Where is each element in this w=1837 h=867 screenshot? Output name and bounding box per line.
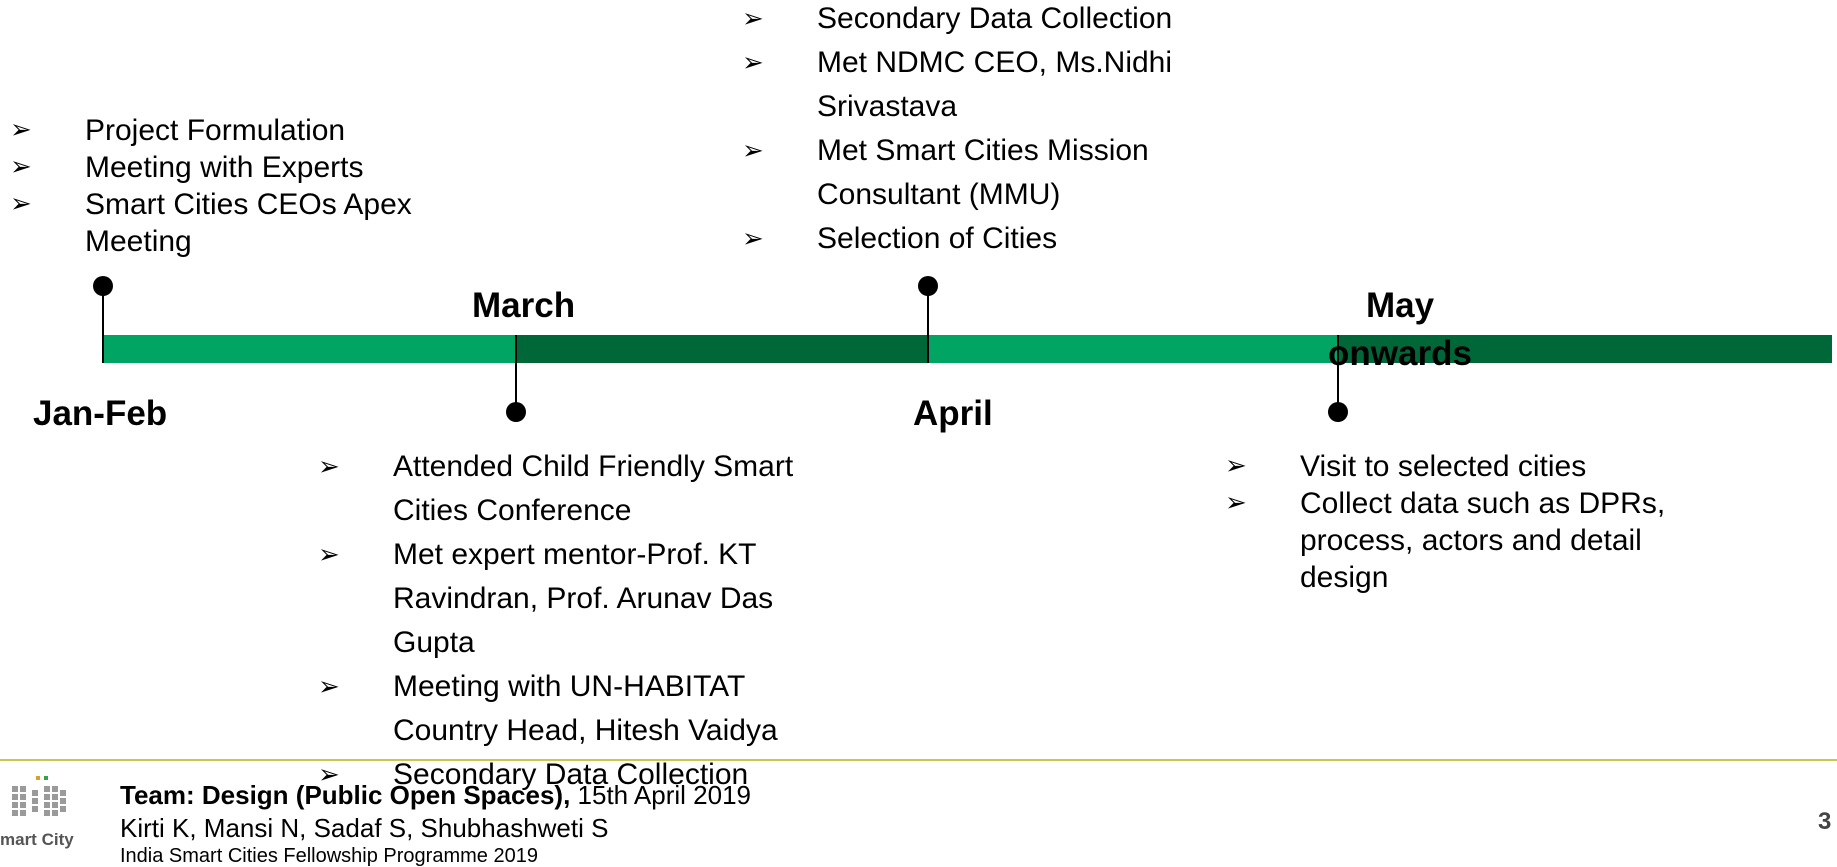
arrow-bullet-icon: ➢ xyxy=(742,4,764,34)
presentation-date: 15th April 2019 xyxy=(570,780,751,810)
list-item: ➢Collect data such as DPRs, process, act… xyxy=(1225,487,1666,594)
logo-caption: mart City xyxy=(0,830,74,849)
arrow-bullet-icon: ➢ xyxy=(318,760,340,790)
list-item: ➢Met expert mentor-Prof. KT Ravindran, P… xyxy=(318,533,838,665)
marker-stem-april xyxy=(927,285,929,363)
marker-dot-march xyxy=(506,402,526,422)
marker-dot-jan-feb xyxy=(93,276,113,296)
arrow-bullet-icon: ➢ xyxy=(742,136,764,166)
jan-feb-activities-list: ➢Project Formulation ➢Meeting with Exper… xyxy=(10,112,430,260)
arrow-bullet-icon: ➢ xyxy=(1225,488,1247,518)
arrow-bullet-icon: ➢ xyxy=(10,152,32,182)
arrow-bullet-icon: ➢ xyxy=(10,115,32,145)
arrow-bullet-icon: ➢ xyxy=(318,452,340,482)
list-item: ➢Smart Cities CEOs Apex Meeting xyxy=(10,188,412,258)
arrow-bullet-icon: ➢ xyxy=(742,224,764,254)
arrow-bullet-icon: ➢ xyxy=(1225,451,1247,481)
team-members: Kirti K, Mansi N, Sadaf S, Shubhashweti … xyxy=(120,813,609,843)
april-activities-list: ➢Secondary Data Collection ➢Met NDMC CEO… xyxy=(742,0,1242,261)
timeline-segment-may xyxy=(1338,335,1832,363)
list-item: ➢Secondary Data Collection xyxy=(742,0,1242,41)
timeline-segment-march xyxy=(516,335,928,363)
arrow-bullet-icon: ➢ xyxy=(10,189,32,219)
list-item: ➢Met NDMC CEO, Ms.Nidhi Srivastava xyxy=(742,41,1242,129)
list-item: ➢Visit to selected cities xyxy=(1225,450,1587,483)
marker-dot-april xyxy=(918,276,938,296)
marker-stem-march xyxy=(515,335,517,413)
list-item: ➢Meeting with Experts xyxy=(10,151,364,184)
timeline-segment-jan-feb xyxy=(102,335,516,363)
phase-label-jan-feb: Jan-Feb xyxy=(33,394,168,433)
smart-city-logo xyxy=(0,772,80,865)
list-item: ➢Attended Child Friendly Smart Cities Co… xyxy=(318,445,838,533)
list-item: ➢Met Smart Cities Mission Consultant (MM… xyxy=(742,129,1242,217)
list-item: ➢Project Formulation xyxy=(10,114,346,147)
marker-stem-jan-feb xyxy=(102,285,104,363)
timeline-segment-april xyxy=(928,335,1338,363)
page-number: 3 xyxy=(1818,808,1832,835)
arrow-bullet-icon: ➢ xyxy=(742,48,764,78)
marker-stem-may xyxy=(1337,335,1339,413)
arrow-bullet-icon: ➢ xyxy=(318,540,340,570)
arrow-bullet-icon: ➢ xyxy=(318,672,340,702)
footer-divider xyxy=(0,759,1837,761)
list-item: ➢Secondary Data Collection xyxy=(318,753,838,797)
march-activities-list: ➢Attended Child Friendly Smart Cities Co… xyxy=(318,445,838,797)
team-line: Team: Design (Public Open Spaces), 15th … xyxy=(120,778,751,812)
smart-city-logo-icon xyxy=(12,776,66,816)
phase-label-april: April xyxy=(913,394,993,433)
team-name: Team: Design (Public Open Spaces), xyxy=(120,780,571,810)
programme-name: India Smart Cities Fellowship Programme … xyxy=(120,845,538,867)
may-activities-list: ➢Visit to selected cities ➢Collect data … xyxy=(1225,448,1695,596)
list-item: ➢Meeting with UN-HABITAT Country Head, H… xyxy=(318,665,838,753)
marker-dot-may xyxy=(1328,402,1348,422)
phase-label-march: March xyxy=(472,286,576,325)
list-item: ➢Selection of Cities xyxy=(742,217,1242,261)
phase-label-may: May onwards xyxy=(1328,286,1472,373)
